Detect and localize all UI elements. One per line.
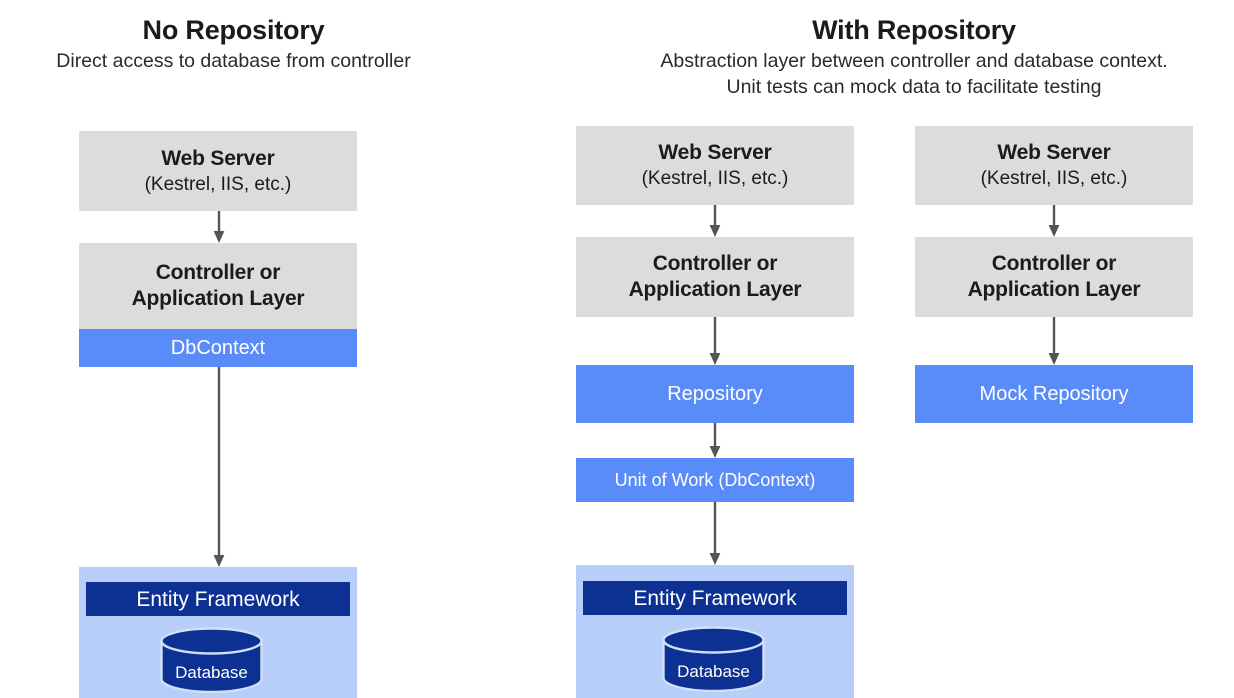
arrow-webserver-to-controller-left (213, 211, 225, 243)
node-database-middle[interactable]: Database (661, 626, 766, 693)
arrow-dbcontext-to-ef-left (213, 367, 225, 567)
web-server-subtitle: (Kestrel, IIS, etc.) (980, 168, 1128, 189)
web-server-title: Web Server (161, 146, 275, 170)
panel-subtitle-with-repository-line1: Abstraction layer between controller and… (660, 50, 1168, 72)
node-web-server-left[interactable]: Web Server (Kestrel, IIS, etc.) (79, 131, 357, 211)
panel-subtitle-with-repository-line2: Unit tests can mock data to facilitate t… (726, 76, 1102, 98)
node-dbcontext-left[interactable]: DbContext (79, 329, 357, 367)
arrow-webserver-to-controller-middle (709, 205, 721, 237)
web-server-title: Web Server (997, 141, 1111, 164)
arrow-controller-to-repository-middle (709, 317, 721, 365)
node-unit-of-work[interactable]: Unit of Work (DbContext) (576, 458, 854, 502)
panel-title-with-repository: With Repository (812, 15, 1016, 45)
controller-title-line2: Application Layer (967, 278, 1141, 301)
controller-title-line1: Controller or (155, 261, 281, 284)
mock-repository-label: Mock Repository (979, 383, 1129, 405)
controller-title-line1: Controller or (652, 252, 778, 275)
entity-framework-label: Entity Framework (633, 586, 797, 610)
arrow-unit-of-work-to-ef (709, 502, 721, 565)
node-web-server-middle[interactable]: Web Server (Kestrel, IIS, etc.) (576, 126, 854, 205)
node-controller-left[interactable]: Controller or Application Layer (79, 243, 357, 329)
controller-title-line1: Controller or (991, 252, 1117, 275)
web-server-title: Web Server (658, 141, 772, 164)
node-controller-right[interactable]: Controller or Application Layer (915, 237, 1193, 317)
controller-title-line2: Application Layer (131, 287, 305, 310)
arrow-repository-to-unit-of-work (709, 423, 721, 458)
node-entity-framework-middle[interactable]: Entity Framework (583, 581, 847, 615)
dbcontext-label: DbContext (170, 337, 266, 359)
node-web-server-right[interactable]: Web Server (Kestrel, IIS, etc.) (915, 126, 1193, 205)
web-server-subtitle: (Kestrel, IIS, etc.) (144, 173, 292, 195)
arrow-webserver-to-controller-right (1048, 205, 1060, 237)
container-entity-framework-middle: Entity Framework Database (576, 565, 854, 698)
node-database-left[interactable]: Database (159, 627, 264, 694)
node-entity-framework-left[interactable]: Entity Framework (86, 582, 350, 616)
panel-subtitle-no-repository: Direct access to database from controlle… (56, 50, 411, 72)
node-repository-middle[interactable]: Repository (576, 365, 854, 423)
node-mock-repository[interactable]: Mock Repository (915, 365, 1193, 423)
web-server-subtitle: (Kestrel, IIS, etc.) (641, 168, 789, 189)
repository-label: Repository (667, 383, 763, 405)
database-cylinder-icon (662, 626, 765, 693)
database-cylinder-icon (160, 627, 263, 694)
entity-framework-label: Entity Framework (136, 587, 300, 611)
panel-title-no-repository: No Repository (142, 15, 325, 45)
container-entity-framework-left: Entity Framework Database (79, 567, 357, 698)
node-controller-middle[interactable]: Controller or Application Layer (576, 237, 854, 317)
controller-title-line2: Application Layer (628, 278, 802, 301)
unit-of-work-label: Unit of Work (DbContext) (614, 470, 816, 490)
arrow-controller-to-mock-repository (1048, 317, 1060, 365)
